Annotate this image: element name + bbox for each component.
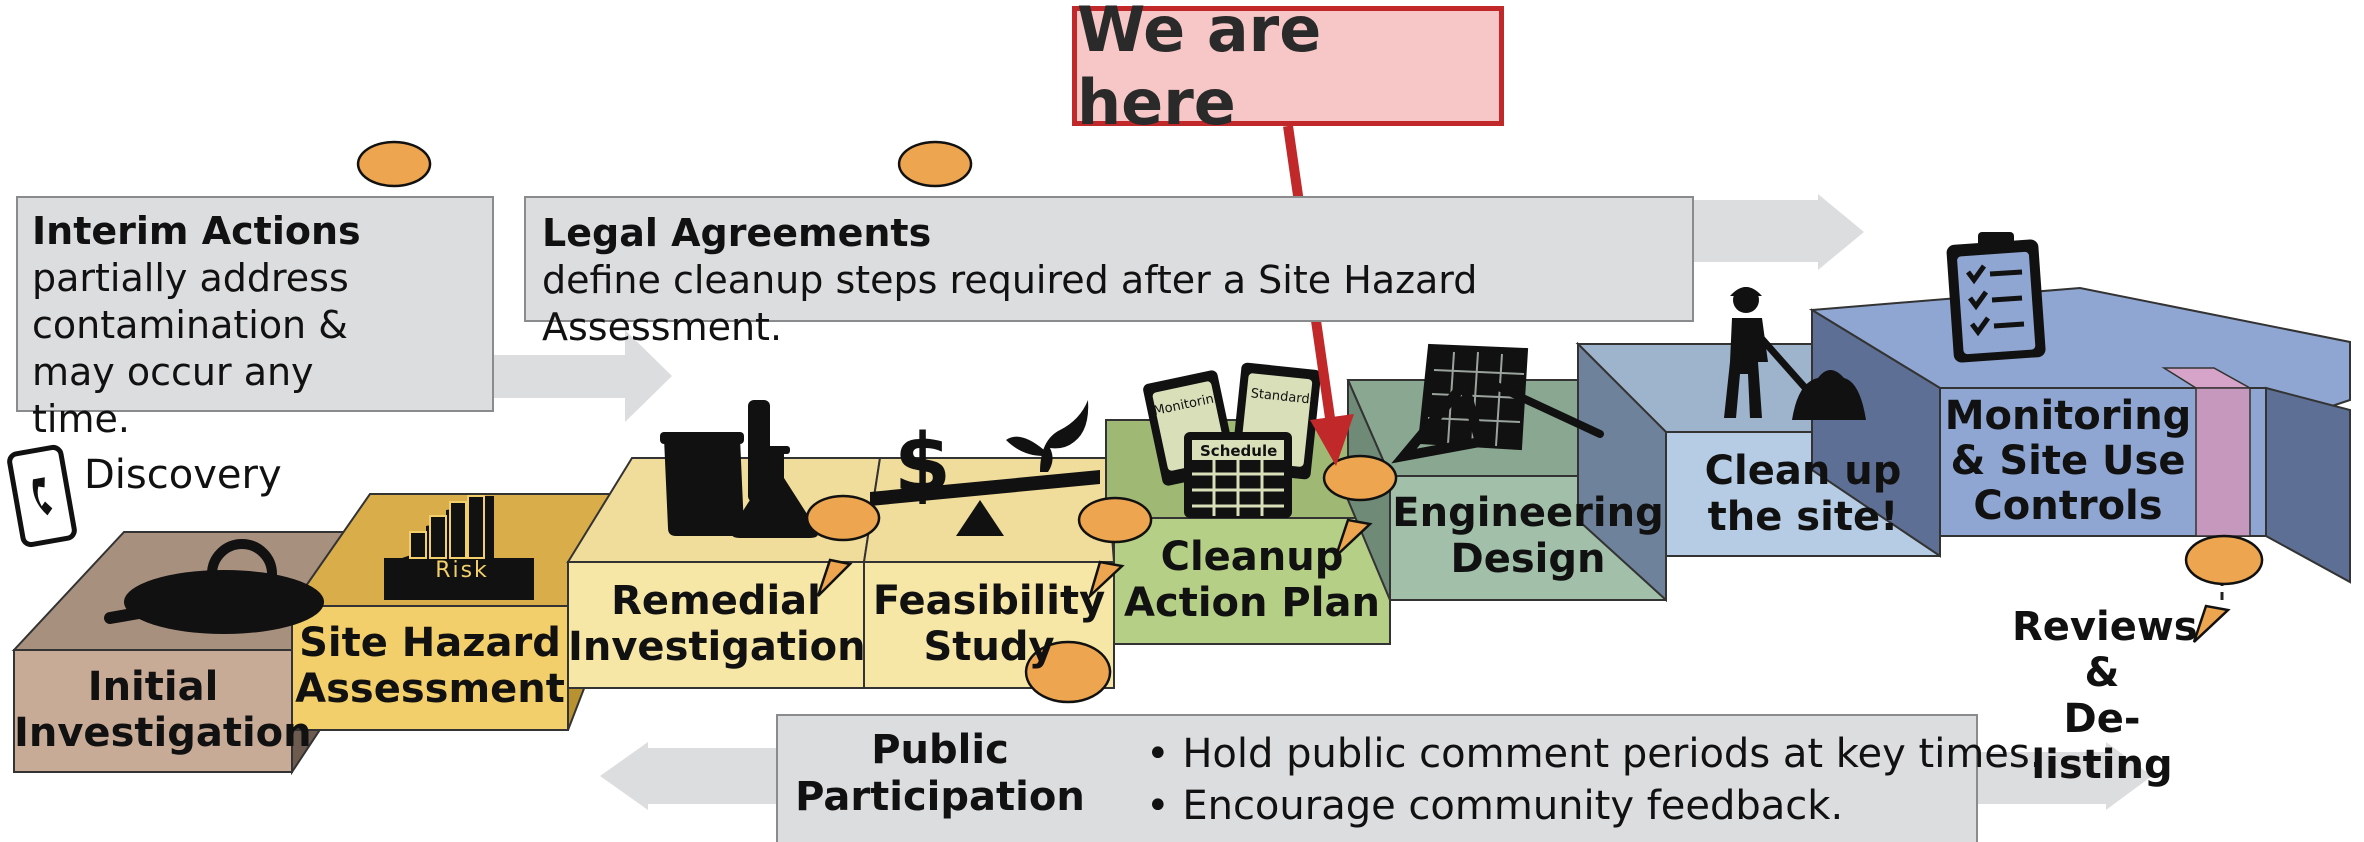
step-feasibility-line-1: Feasibility xyxy=(872,578,1106,624)
public-bullet-1: Hold public comment periods at key times… xyxy=(1146,728,2042,780)
we-are-here-pointer-head xyxy=(1310,414,1354,466)
step-cleanup-plan-line-2: Action Plan xyxy=(1124,580,1380,626)
step-initial-investigation-label: Initial Investigation xyxy=(14,664,312,756)
clipboard-checklist-icon xyxy=(1946,232,2046,363)
step-monitoring-line-2: & Site Use xyxy=(1950,438,2186,484)
interim-line-2: contamination & xyxy=(32,303,348,347)
public-participation-bullets: Hold public comment periods at key times… xyxy=(1146,728,2042,832)
we-are-here-callout: We are here xyxy=(1072,0,1504,139)
interim-line-1: partially address xyxy=(32,256,349,300)
step-monitoring-line-3: Controls xyxy=(1973,483,2163,529)
legal-agreements-text: Legal Agreements define cleanup steps re… xyxy=(542,210,1692,351)
interim-arrow xyxy=(492,330,672,422)
step-remedial-line-2: Investigation xyxy=(568,624,866,670)
doc-schedule-label: Schedule xyxy=(1200,442,1277,460)
step-hazard-line-1: Site Hazard xyxy=(299,620,561,666)
step-remedial-line-1: Remedial xyxy=(611,578,821,624)
public-participation-title: Public Participation xyxy=(790,727,1090,821)
phone-icon xyxy=(7,444,77,548)
legal-agreements-body: define cleanup steps required after a Si… xyxy=(542,258,1478,349)
reviews-line-1: Reviews & xyxy=(2012,604,2198,696)
step-engineering-line-2: Design xyxy=(1450,536,1606,582)
public-title-line-1: Public xyxy=(871,727,1009,773)
reviews-delisting-label: Reviews & De-listing xyxy=(2012,604,2198,788)
public-title-line-2: Participation xyxy=(795,774,1085,820)
public-arrow-left xyxy=(600,742,776,810)
step-site-hazard-label: Site Hazard Assessment xyxy=(292,620,568,712)
step-cleanup-action-plan-label: Cleanup Action Plan xyxy=(1114,534,1390,626)
step-engineering-line-1: Engineering xyxy=(1392,490,1664,536)
step-hazard-line-2: Assessment xyxy=(295,666,565,712)
reviews-line-2: De-listing xyxy=(2031,696,2173,788)
balance-scale-icon: $ xyxy=(870,400,1100,536)
step-cleanup-plan-line-1: Cleanup xyxy=(1160,534,1344,580)
legal-agreements-title: Legal Agreements xyxy=(542,211,932,255)
step-cleanup-site-line-1: Clean up xyxy=(1704,448,1902,494)
documents-icon: Monitoring Standards Schedule xyxy=(1143,362,1321,518)
worker-shovel-icon xyxy=(1724,287,1866,420)
step-initial-line-1: Initial xyxy=(87,664,219,710)
step-engineering-design-label: Engineering Design xyxy=(1390,490,1666,582)
lab-glassware-icon xyxy=(660,400,818,538)
step-cleanup-site-line-2: the site! xyxy=(1707,494,1899,540)
step-feasibility-study-label: Feasibility Study xyxy=(864,578,1114,670)
step-monitoring-block xyxy=(1808,286,2351,606)
bar-chart-icon xyxy=(384,495,534,600)
magnifier-icon xyxy=(104,539,324,634)
step-initial-line-2: Investigation xyxy=(14,710,312,756)
discovery-label: Discovery xyxy=(84,452,282,498)
interim-actions-box xyxy=(16,196,494,412)
legal-arrow xyxy=(1694,194,1864,270)
interim-line-3: may occur any time. xyxy=(32,350,314,441)
step-remedial-investigation-label: Remedial Investigation xyxy=(568,578,866,670)
public-bullet-2: Encourage community feedback. xyxy=(1146,780,2042,832)
interim-actions-text: Interim Actions partially address contam… xyxy=(32,208,372,443)
step-monitoring-line-1: Monitoring xyxy=(1944,393,2192,439)
step-clean-up-site-label: Clean up the site! xyxy=(1666,448,1940,540)
legal-agreements-box xyxy=(524,196,1694,322)
interim-actions-title: Interim Actions xyxy=(32,209,361,253)
step-monitoring-label: Monitoring & Site Use Controls xyxy=(1940,394,2196,529)
risk-badge: Risk xyxy=(435,558,489,583)
drafting-tools-icon xyxy=(1391,343,1604,464)
step-feasibility-line-2: Study xyxy=(923,624,1055,670)
step-remedial-front xyxy=(567,561,865,689)
doc-standards-label: Standards xyxy=(1250,386,1317,408)
